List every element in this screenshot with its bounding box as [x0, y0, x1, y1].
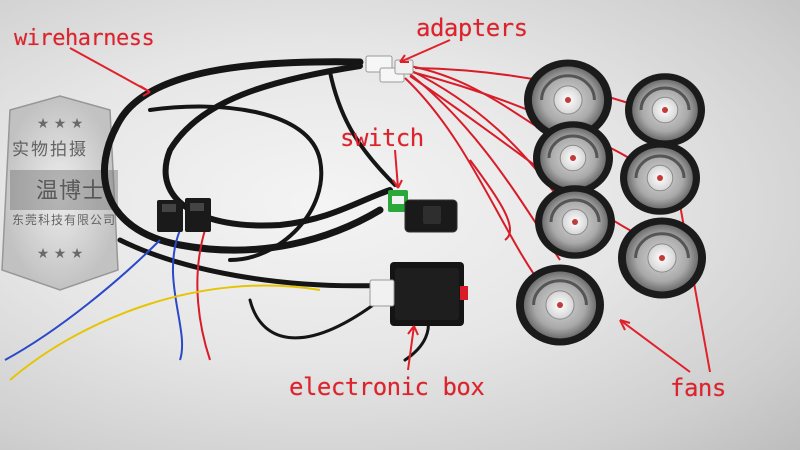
- fans: [516, 59, 706, 346]
- harness-plugs: [157, 198, 211, 232]
- fans-label: fans: [670, 374, 726, 402]
- wire-harness: [100, 58, 430, 362]
- wireharness-label: wireharness: [14, 26, 155, 51]
- electronic-box: [369, 262, 468, 326]
- adapters: [365, 55, 414, 83]
- fan: [535, 185, 615, 259]
- adapters-label: adapters: [416, 14, 528, 42]
- watermark-seal: ★ ★ ★ ★ ★ ★: [1, 95, 119, 291]
- switch: [388, 190, 458, 233]
- watermark-top-text: 实物拍摄: [12, 140, 88, 160]
- fan: [533, 121, 613, 195]
- electronic-box-label: electronic box: [289, 373, 485, 401]
- watermark-company-text: 东莞科技有限公司: [12, 213, 117, 227]
- svg-text:★ ★ ★: ★ ★ ★: [37, 116, 84, 132]
- fan: [516, 264, 604, 346]
- svg-text:★ ★ ★: ★ ★ ★: [37, 246, 84, 262]
- switch-label: switch: [340, 124, 424, 152]
- watermark-brand-text: 温博士: [36, 179, 106, 204]
- fan: [620, 141, 700, 215]
- fan: [524, 59, 612, 141]
- fan: [625, 73, 705, 147]
- fan: [618, 217, 706, 299]
